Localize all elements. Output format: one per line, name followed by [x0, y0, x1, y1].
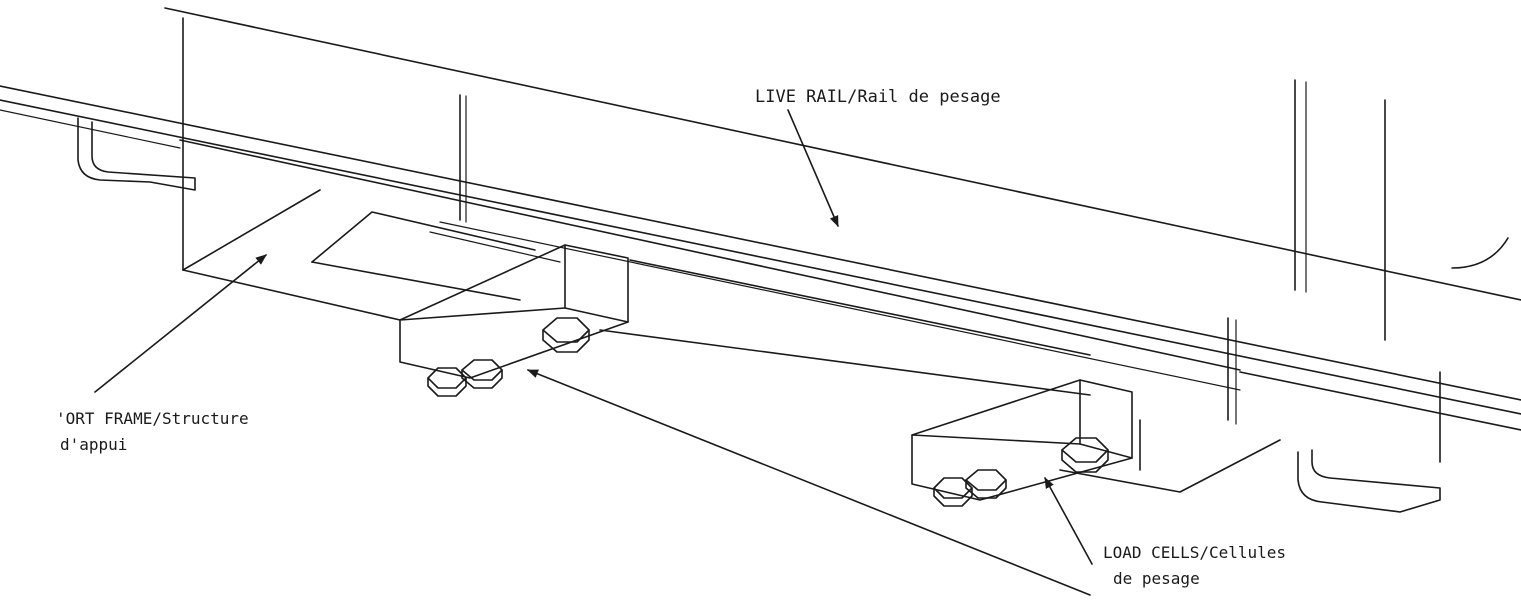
- load-cell-1: [399, 244, 629, 397]
- live-rail: [164, 7, 1521, 463]
- support-frame: [182, 189, 1281, 493]
- vertical-post: [1294, 79, 1386, 341]
- support-rail: [0, 85, 1521, 415]
- support-frame-label-line2: d'appui: [60, 435, 127, 454]
- support-frame-label-line1: 'ORT FRAME/Structure: [56, 409, 249, 428]
- load-cells-label-line2: de pesage: [1113, 569, 1200, 588]
- rail-clip-right: [1297, 449, 1441, 513]
- rail-clip-left: [77, 117, 196, 191]
- load-cells-label-line1: LOAD CELLS/Cellules: [1103, 543, 1286, 562]
- live-rail-label: LIVE RAIL/Rail de pesage: [755, 87, 1001, 107]
- load-cell-2: [911, 379, 1133, 507]
- leader-arrows: [94, 109, 1093, 596]
- edge-arc: [1451, 237, 1509, 269]
